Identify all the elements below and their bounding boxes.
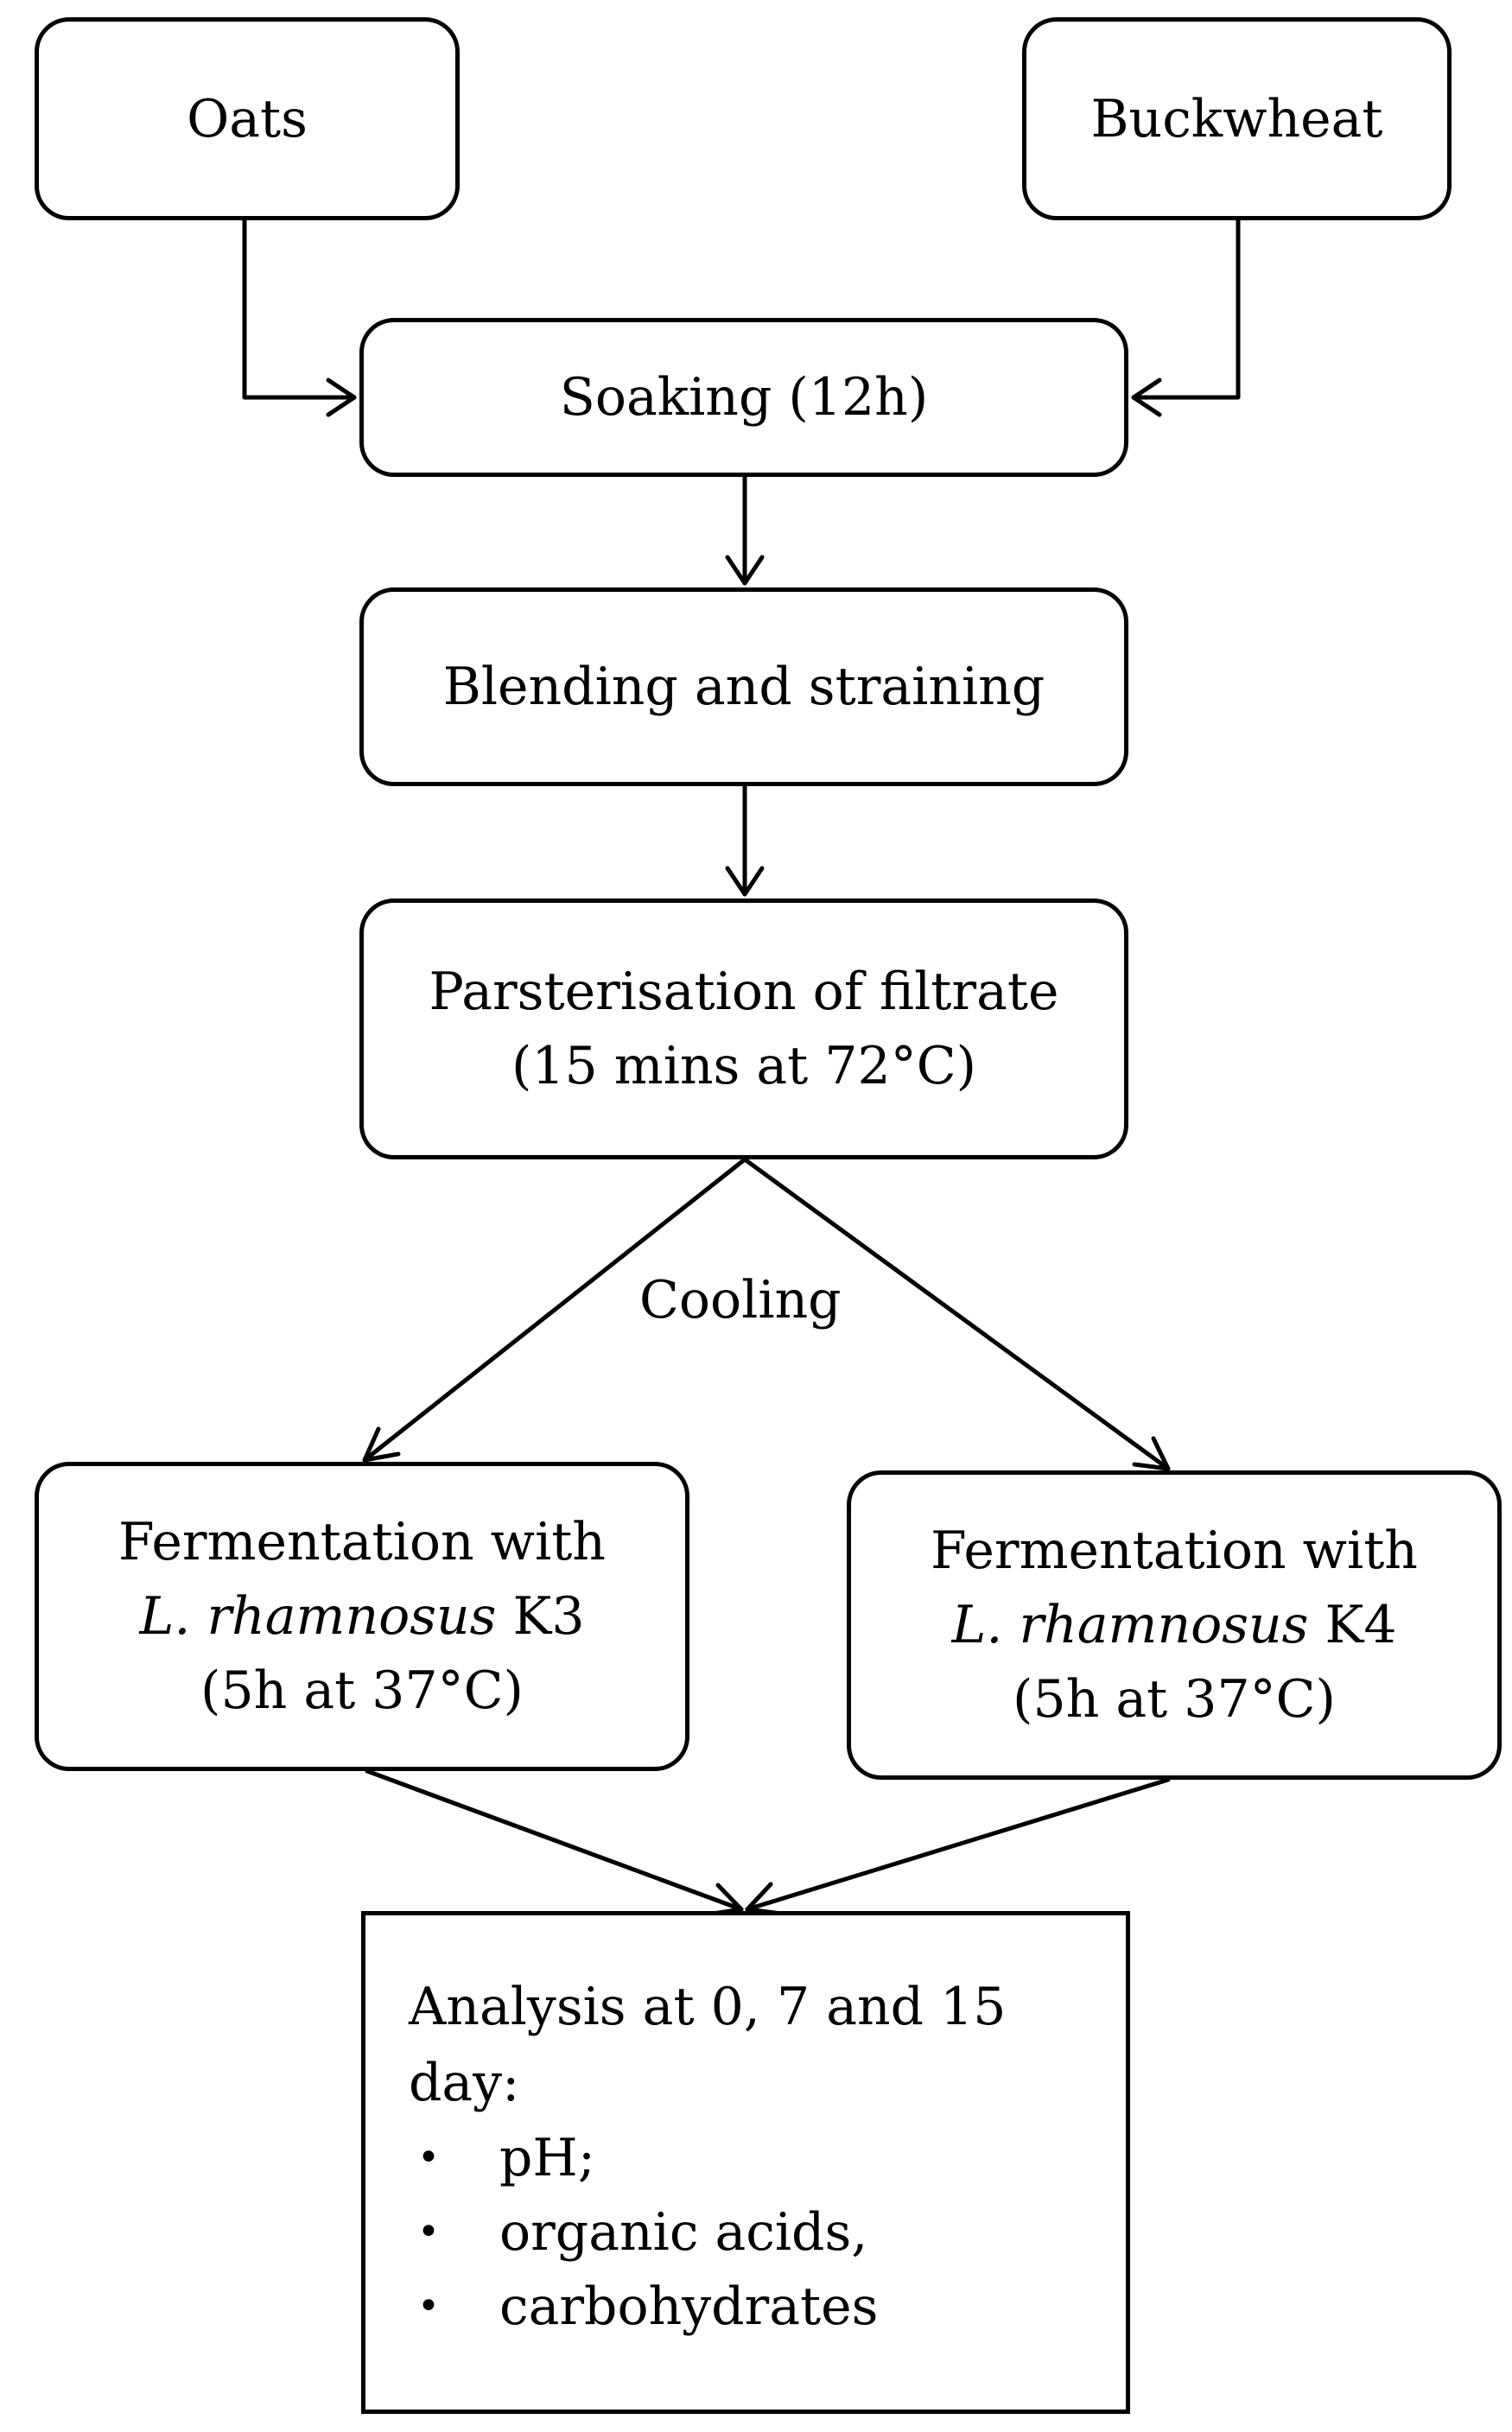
fermentation-k3-line-1: Fermentation with — [118, 1512, 606, 1572]
pasteurisation-line-2: (15 mins at 72°C) — [511, 1036, 977, 1096]
arrow-buckwheat-to-soaking — [1131, 218, 1241, 400]
blending-label: Blending and straining — [442, 657, 1045, 717]
bullet-icon: • — [417, 2284, 440, 2328]
oats-node: Oats — [35, 17, 460, 220]
fermentation-k4-node: Fermentation with L. rhamnosus K4 (5h at… — [847, 1470, 1502, 1780]
fermentation-k4-species: L. rhamnosus — [951, 1595, 1309, 1655]
fermentation-k3-species: L. rhamnosus — [139, 1586, 497, 1647]
arrowhead-pasteurisation-to-k3 — [362, 1426, 401, 1463]
fermentation-k3-line-2: L. rhamnosus K3 — [139, 1579, 584, 1654]
bullet-icon: • — [417, 2136, 440, 2180]
soaking-label: Soaking (12h) — [559, 367, 929, 428]
arrow-pasteurisation-to-k3 — [362, 1157, 747, 1463]
arrowhead-blending-to-pasteurisation — [725, 866, 765, 897]
fermentation-k4-line-3: (5h at 37°C) — [1013, 1669, 1336, 1730]
fermentation-k4-line-2: L. rhamnosus K4 — [951, 1588, 1396, 1662]
arrowhead-pasteurisation-to-k4 — [1132, 1436, 1171, 1471]
analysis-item-carbohydrates-label: carbohydrates — [499, 2276, 879, 2337]
analysis-heading-line-1: Analysis at 0, 7 and 15 — [409, 1977, 1007, 2037]
analysis-heading-line-2: day: — [409, 2053, 520, 2113]
arrow-oats-to-soaking — [242, 218, 357, 400]
arrowhead-soaking-to-blending — [725, 555, 765, 586]
buckwheat-node: Buckwheat — [1022, 17, 1452, 220]
analysis-item-carbohydrates: • carbohydrates — [409, 2270, 878, 2344]
blending-node: Blending and straining — [359, 587, 1128, 786]
analysis-item-organic-acids: • organic acids, — [409, 2195, 878, 2270]
fermentation-k4-line-1: Fermentation with — [931, 1521, 1418, 1581]
buckwheat-label: Buckwheat — [1090, 88, 1383, 149]
fermentation-k4-strain: K4 — [1325, 1595, 1397, 1655]
arrowhead-buckwheat-to-soaking — [1131, 378, 1162, 417]
analysis-item-organic-acids-label: organic acids, — [499, 2202, 868, 2263]
pasteurisation-line-1: Parsterisation of filtrate — [429, 962, 1059, 1022]
soaking-node: Soaking (12h) — [359, 318, 1128, 477]
arrowhead-oats-to-soaking — [326, 378, 357, 417]
arrow-k3-to-analysis — [365, 1768, 744, 1912]
analysis-node: Analysis at 0, 7 and 15 day: • pH; • organ… — [361, 1911, 1130, 2414]
pasteurisation-node: Parsterisation of filtrate (15 mins at 7… — [359, 899, 1128, 1159]
cooling-label: Cooling — [639, 1270, 842, 1330]
analysis-list: • pH; • organic acids, • carbohydrates — [409, 2121, 878, 2344]
analysis-item-ph-label: pH; — [499, 2128, 595, 2188]
arrow-k4-to-analysis — [745, 1777, 1171, 1912]
oats-label: Oats — [187, 88, 308, 149]
arrow-pasteurisation-to-k4 — [742, 1157, 1171, 1471]
fermentation-k3-strain: K3 — [512, 1586, 585, 1647]
analysis-item-ph: • pH; — [409, 2121, 878, 2195]
fermentation-k3-node: Fermentation with L. rhamnosus K3 (5h at… — [35, 1462, 689, 1771]
fermentation-k3-line-3: (5h at 37°C) — [200, 1660, 524, 1721]
bullet-icon: • — [417, 2210, 440, 2254]
